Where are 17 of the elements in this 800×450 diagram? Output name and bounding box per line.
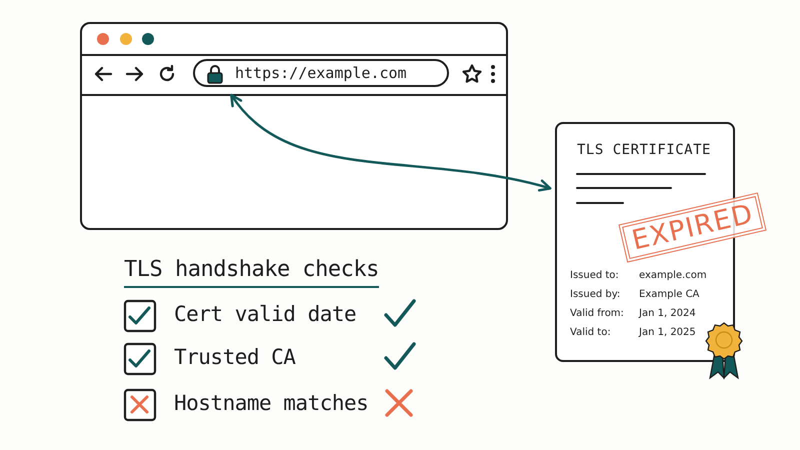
address-bar — [193, 59, 449, 87]
check-item-text: Cert valid date — [174, 302, 356, 326]
url-text: https://example.com — [235, 64, 407, 82]
double-headed-arrow — [230, 94, 552, 192]
field-label: Valid to: — [570, 327, 611, 338]
field-label: Issued by: — [570, 289, 620, 300]
check-item-text: Hostname matches — [174, 391, 368, 415]
field-value: Jan 1, 2024 — [639, 308, 696, 319]
check-item-text: Trusted CA — [174, 345, 296, 369]
field-label: Issued to: — [570, 270, 619, 281]
expired-stamp: EXPIRED — [618, 192, 767, 263]
field-value: example.com — [639, 270, 707, 281]
certificate-title: TLS CERTIFICATE — [577, 142, 711, 158]
section-heading: TLS handshake checks — [124, 257, 379, 288]
field-label: Valid from: — [570, 308, 624, 319]
field-value: Jan 1, 2025 — [639, 327, 696, 338]
field-value: Example CA — [639, 289, 700, 300]
